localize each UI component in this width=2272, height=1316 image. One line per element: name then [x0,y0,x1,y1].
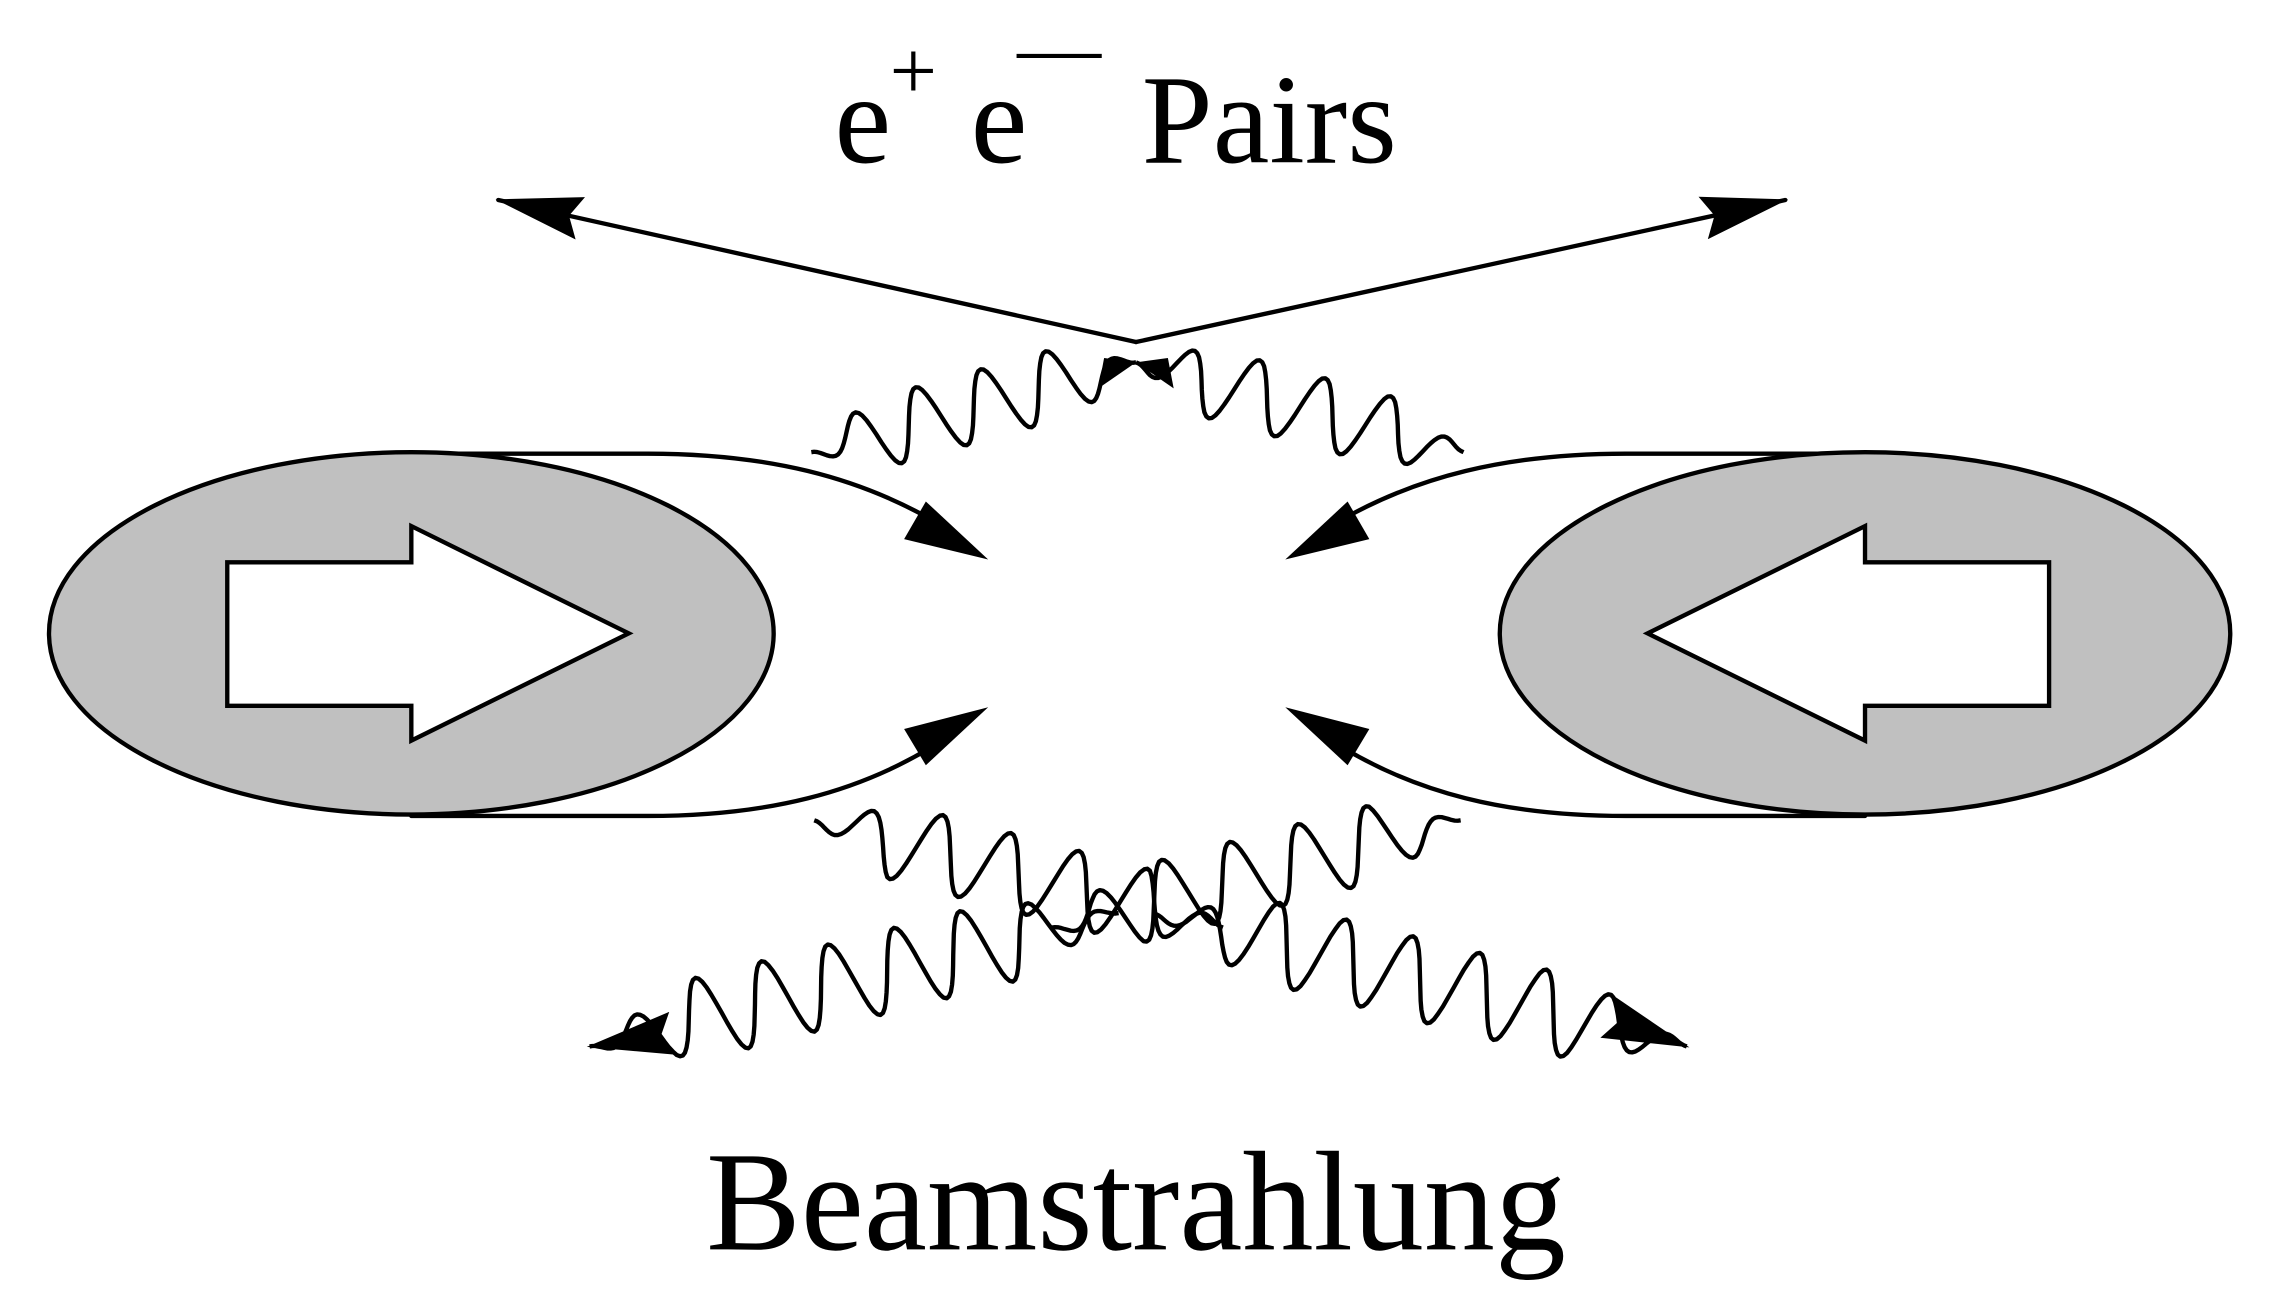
arrowhead-right-bottom [1285,707,1370,766]
arrowhead-right-top [1285,501,1370,560]
left-bunch [46,450,933,819]
positron-symbol: e [835,48,892,190]
electron-track [495,197,1139,345]
photon-beamstrahlung-left [586,901,1119,1059]
beamstrahlung-label: Beamstrahlung [706,1122,1566,1280]
pairs-word: Pairs [1142,48,1397,190]
right-bunch [1341,450,2233,819]
pair-tracks [495,196,1789,345]
converging-arrowheads [904,501,1370,766]
right-bunch-bottom-trail [1341,745,1868,819]
photon-lower-right-inner [1051,804,1461,944]
photon-upper-left [811,349,1137,466]
positron-charge: + [890,25,937,118]
right-bunch-top-trail [1341,451,1868,522]
electron-symbol: e [971,48,1028,190]
positron-track [1133,196,1789,345]
electron-charge: — [1016,1,1102,94]
arrowhead-left-top [904,501,989,560]
arrowhead-left-bottom [904,707,989,766]
left-bunch-bottom-trail [409,745,933,819]
photon-vertex-arrow-left [1098,357,1136,389]
photon-upper-right [1135,348,1465,467]
pairs-label: e + e — Pairs [835,1,1397,190]
photon-beamstrahlung-right [1152,900,1690,1059]
right-arrow-icon [225,522,634,745]
left-arrow-icon [1642,522,2052,745]
photon-lines [586,348,1690,1059]
photon-vertex-arrow-right [1136,357,1174,389]
left-bunch-top-trail [409,451,933,522]
